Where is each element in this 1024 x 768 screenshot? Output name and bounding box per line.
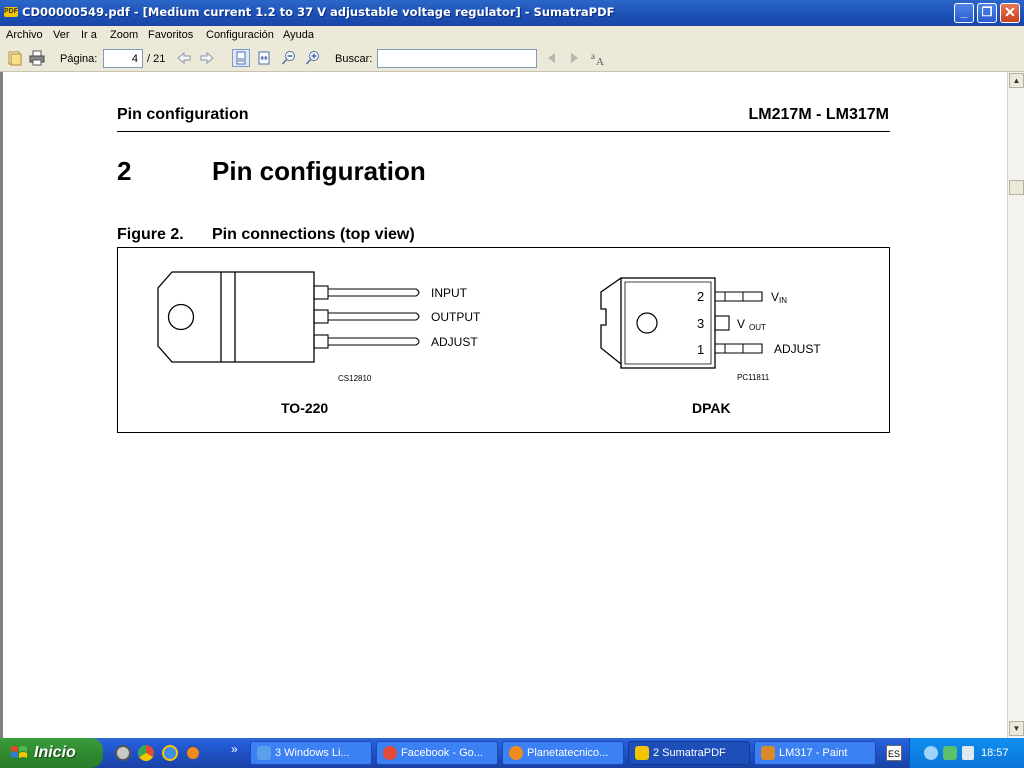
menu-ir-a[interactable]: Ir a: [81, 29, 97, 41]
menu-configuracion[interactable]: Configuración: [206, 29, 274, 41]
page-label: Página:: [60, 53, 98, 65]
scroll-down-icon[interactable]: ▼: [1009, 721, 1024, 736]
dpak-vin-subscript: IN: [779, 296, 787, 305]
search-input[interactable]: [377, 49, 537, 68]
sumatra-icon: [635, 746, 649, 760]
zoom-out-icon[interactable]: [281, 50, 297, 66]
task-label: 3 Windows Li...: [275, 747, 350, 759]
title-bar: PDF CD00000549.pdf - [Medium current 1.2…: [0, 0, 1024, 26]
previous-page-icon[interactable]: [176, 50, 192, 66]
network-icon[interactable]: [924, 746, 938, 760]
section-title: Pin configuration: [212, 156, 426, 186]
dpak-vout-label: V: [737, 317, 745, 331]
taskbar: Inicio » 3 Windows Li... Facebook - Go..…: [0, 738, 1024, 768]
dpak-pin-number-1: 1: [697, 342, 704, 357]
document-view[interactable]: [0, 72, 1007, 738]
sumatra-app-icon: PDF: [4, 7, 18, 17]
menu-bar: Archivo Ver Ir a Zoom Favoritos Configur…: [0, 26, 1024, 45]
section-number: 2: [117, 156, 132, 186]
language-indicator[interactable]: ES: [886, 745, 902, 761]
pin-diagrams: INPUT OUTPUT ADJUST CS12810 TO-220 2 3 1…: [157, 271, 821, 416]
task-windows-live[interactable]: 3 Windows Li...: [250, 741, 372, 765]
dpak-pin-number-2: 2: [697, 289, 704, 304]
menu-archivo[interactable]: Archivo: [6, 29, 43, 41]
page-header-part-number: LM217M - LM317M: [748, 106, 889, 123]
vertical-scrollbar[interactable]: ▲ ▼: [1007, 72, 1024, 738]
to220-pin-input: INPUT: [431, 286, 468, 300]
maximize-button[interactable]: ❐: [977, 3, 997, 23]
zoom-in-icon[interactable]: [305, 50, 321, 66]
task-label: LM317 - Paint: [779, 747, 848, 759]
windows-live-icon: [257, 746, 271, 760]
minimize-button[interactable]: _: [954, 3, 974, 23]
dpak-vin-label: V: [771, 290, 779, 304]
task-sumatrapdf[interactable]: 2 SumatraPDF: [628, 741, 750, 765]
clock[interactable]: 18:57: [981, 747, 1009, 759]
close-button[interactable]: ✕: [1000, 3, 1020, 23]
page-number-input[interactable]: [103, 49, 143, 68]
task-label: 2 SumatraPDF: [653, 747, 726, 759]
start-button[interactable]: Inicio: [0, 738, 103, 768]
to220-drawing-code: CS12810: [338, 374, 372, 383]
open-folder-icon[interactable]: [7, 50, 23, 66]
find-next-icon[interactable]: [566, 50, 582, 66]
toolbar: Página: / 21 Buscar: aA: [0, 45, 1024, 72]
fit-page-icon[interactable]: [232, 49, 250, 67]
svg-text:a: a: [591, 51, 595, 61]
page-total: / 21: [147, 53, 166, 65]
task-paint[interactable]: LM317 - Paint: [754, 741, 876, 765]
dpak-drawing: [600, 277, 763, 369]
quicklaunch-chrome-icon[interactable]: [138, 745, 154, 761]
menu-zoom[interactable]: Zoom: [110, 29, 139, 41]
scroll-thumb[interactable]: [1009, 180, 1024, 195]
firefox-icon: [509, 746, 523, 760]
messenger-icon[interactable]: [943, 746, 957, 760]
dpak-vout-subscript: OUT: [749, 323, 766, 332]
search-label: Buscar:: [335, 53, 373, 65]
next-page-icon[interactable]: [199, 50, 215, 66]
quicklaunch-clock-icon[interactable]: [115, 745, 131, 761]
quicklaunch-more-icon[interactable]: »: [231, 742, 238, 756]
menu-favoritos[interactable]: Favoritos: [148, 29, 194, 41]
dpak-drawing-code: PC11811: [737, 373, 770, 382]
header-rule: [117, 131, 890, 132]
figure-caption: Pin connections (top view): [212, 226, 415, 243]
system-tray: [909, 738, 1024, 768]
task-label: Facebook - Go...: [401, 747, 483, 759]
to220-drawing: [157, 271, 420, 363]
menu-ver[interactable]: Ver: [53, 29, 70, 41]
pin-connections-figure: INPUT OUTPUT ADJUST CS12810 TO-220 2 3 1…: [117, 247, 890, 433]
to220-pin-adjust: ADJUST: [431, 335, 478, 349]
figure-label: Figure 2.: [117, 226, 184, 243]
find-previous-icon[interactable]: [544, 50, 560, 66]
task-planetatecnico[interactable]: Planetatecnico...: [502, 741, 624, 765]
task-label: Planetatecnico...: [527, 747, 609, 759]
volume-icon[interactable]: [962, 746, 974, 760]
chrome-icon: [383, 746, 397, 760]
to220-package-label: TO-220: [281, 400, 328, 416]
task-facebook[interactable]: Facebook - Go...: [376, 741, 498, 765]
start-label: Inicio: [34, 744, 76, 761]
to220-pin-output: OUTPUT: [431, 310, 481, 324]
fit-width-icon[interactable]: [256, 50, 272, 66]
dpak-adjust-label: ADJUST: [774, 342, 821, 356]
scroll-up-icon[interactable]: ▲: [1009, 73, 1024, 88]
dpak-pin-number-3: 3: [697, 316, 704, 331]
print-icon[interactable]: [29, 50, 45, 66]
windows-logo-icon: [11, 746, 27, 758]
dpak-package-label: DPAK: [692, 400, 731, 416]
svg-text:A: A: [596, 56, 604, 66]
menu-ayuda[interactable]: Ayuda: [283, 29, 314, 41]
paint-icon: [761, 746, 775, 760]
quicklaunch-ie-icon[interactable]: [162, 745, 178, 761]
quicklaunch-firefox-icon[interactable]: [185, 745, 201, 761]
window-title: CD00000549.pdf - [Medium current 1.2 to …: [22, 5, 615, 19]
page-header-title: Pin configuration: [117, 106, 249, 123]
